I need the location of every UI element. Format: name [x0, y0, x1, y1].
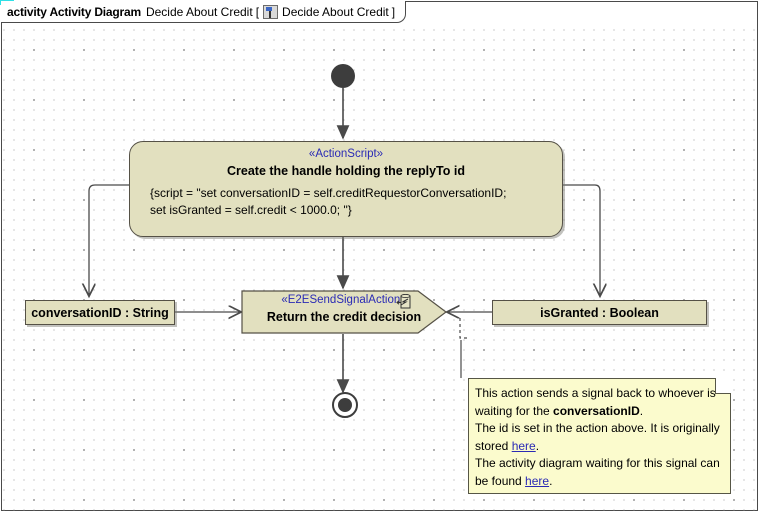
- note-line-1-text: This action sends a signal back to whoev…: [475, 386, 716, 400]
- note-link-stored-here[interactable]: here: [511, 438, 536, 453]
- note-line-5-text: The activity diagram waiting for this si…: [475, 456, 720, 470]
- action-body-line-2: set isGranted = self.credit < 1000.0; "}: [150, 203, 352, 217]
- diagram-ref-label: Decide About Credit: [282, 4, 389, 19]
- bracket-close: ]: [391, 4, 396, 19]
- diagram-ref-icon: [263, 4, 279, 19]
- note-line-6-suffix: .: [549, 473, 553, 488]
- action-title-label: Create the handle holding the replyTo id: [227, 164, 465, 178]
- note-line-2: waiting for the conversationID.: [475, 403, 722, 421]
- send-signal-shape: [241, 290, 447, 334]
- note-line-2-bold: conversationID: [553, 403, 640, 418]
- note-fold-corner: [715, 378, 731, 394]
- note-line-4: stored here.: [475, 438, 722, 456]
- note-line-1: This action sends a signal back to whoev…: [475, 385, 722, 403]
- note-line-6: be found here.: [475, 473, 722, 491]
- object-node-is-granted[interactable]: isGranted : Boolean: [492, 300, 707, 325]
- signal-stereotype-label: «E2ESendSignalAction»: [281, 294, 407, 306]
- note-comment[interactable]: This action sends a signal back to whoev…: [468, 378, 731, 494]
- send-signal-icon: [396, 294, 411, 309]
- send-signal-action-node[interactable]: «E2ESendSignalAction» Return the credit …: [240, 289, 448, 335]
- diagram-header-tab[interactable]: activity Activity Diagram Decide About C…: [1, 1, 407, 23]
- action-body-line-1: {script = "set conversationID = self.cre…: [150, 186, 507, 200]
- note-line-3-text: The id is set in the action above. It is…: [475, 421, 720, 435]
- initial-node[interactable]: [331, 64, 355, 88]
- note-line-5: The activity diagram waiting for this si…: [475, 455, 722, 473]
- bracket-open: [: [255, 4, 260, 19]
- action-node-create-handle[interactable]: «ActionScript» Create the handle holding…: [129, 141, 563, 237]
- note-line-3: The id is set in the action above. It is…: [475, 420, 722, 438]
- signal-title-label: Return the credit decision: [266, 310, 422, 324]
- note-line-2-suffix: .: [639, 403, 644, 418]
- action-stereotype-label: «ActionScript»: [308, 148, 384, 160]
- note-link-found-here[interactable]: here: [525, 473, 550, 488]
- object-node-label: conversationID : String: [31, 305, 169, 320]
- diagram-kind-label: activity Activity Diagram: [7, 4, 141, 19]
- note-line-4-suffix: .: [535, 438, 540, 453]
- note-line-6-prefix: be found: [475, 473, 526, 488]
- note-text-body: This action sends a signal back to whoev…: [469, 379, 730, 490]
- diagram-name-label: Decide About Credit: [145, 4, 253, 19]
- object-node-label: isGranted : Boolean: [540, 305, 659, 320]
- activity-final-node[interactable]: [332, 392, 358, 418]
- note-line-2-prefix: waiting for the: [475, 403, 554, 418]
- object-node-conversation-id[interactable]: conversationID : String: [25, 300, 175, 325]
- activity-final-inner-dot: [338, 398, 352, 412]
- note-line-4-prefix: stored: [475, 438, 512, 453]
